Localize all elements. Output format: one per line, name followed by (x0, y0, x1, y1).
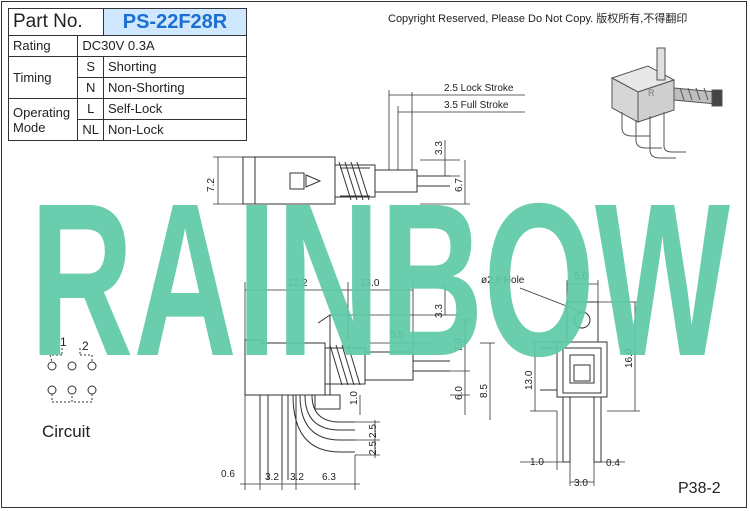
circuit-pin2-label: 2 (82, 339, 89, 353)
circuit-pin1-label: 1 (60, 335, 67, 349)
bottom-b3-label: 3.2 (290, 472, 304, 483)
front-h2-label: 13.0 (524, 370, 535, 390)
side-view (244, 314, 450, 480)
copyright-notice: Copyright Reserved, Please Do Not Copy. … (388, 13, 688, 25)
circuit-diagram (47, 348, 97, 403)
timing-value: Non-Shorting (103, 77, 247, 99)
bottom-b2-label: 3.2 (265, 472, 279, 483)
pin-p1-label: 2.5 (368, 424, 379, 438)
front-b1-label: 1.0 (530, 457, 544, 468)
top-view (242, 156, 450, 205)
side-w2-label: 13.0 (360, 278, 380, 289)
top-dimensions (213, 90, 525, 205)
front-view (540, 301, 608, 463)
side-d2-label: 5.5 (390, 330, 404, 341)
product-illustration: R (610, 47, 723, 159)
hole-label: ø2.8 Hole (481, 275, 525, 286)
front-w-label: 5.0 (574, 271, 588, 282)
bottom-b1-label: 0.6 (221, 469, 235, 480)
side-d1-label: 3.3 (434, 304, 445, 318)
side-d3-label: 7.0 (454, 338, 465, 352)
spec-row-timing-s: Timing S Shorting (7, 56, 247, 99)
front-b2-label: 0.4 (606, 458, 620, 469)
operating-mode-label-line1: Operating (13, 104, 71, 120)
side-d4-label: 6.0 (454, 386, 465, 400)
front-b3-label: 3.0 (574, 478, 588, 489)
spec-table: Part No. PS-22F28R Rating DC30V 0.3A Tim… (7, 8, 247, 141)
svg-text:R: R (648, 88, 655, 98)
circuit-label: Circuit (42, 422, 91, 441)
side-d6-label: 1.0 (349, 391, 360, 405)
side-d5-label: 8.5 (479, 384, 490, 398)
operating-mode-label-line2: Mode (13, 119, 46, 135)
mode-value: Non-Lock (103, 119, 247, 141)
front-h1-label: 16.0 (624, 348, 635, 368)
bottom-b4-label: 6.3 (322, 472, 336, 483)
top-height-label: 7.2 (206, 178, 217, 192)
timing-label: Timing (7, 56, 79, 99)
side-w1-label: 12.2 (288, 278, 308, 289)
spec-row-mode-nl: NL Non-Lock (9, 119, 247, 141)
lock-stroke-label: 2.5 Lock Stroke (444, 83, 514, 94)
top-d2-label: 6.7 (454, 178, 465, 192)
pin-p2-label: 2.5 (368, 441, 379, 455)
rating-label: Rating (7, 35, 79, 57)
front-dimensions (519, 280, 640, 486)
page-code: P38-2 (678, 480, 721, 497)
full-stroke-label: 3.5 Full Stroke (444, 100, 509, 111)
timing-value: Shorting (103, 56, 247, 78)
top-d1-label: 3.3 (434, 141, 445, 155)
dimension-labels: 2.5 Lock Stroke 3.5 Full Stroke 7.2 3.3 … (60, 83, 635, 489)
side-dimensions (240, 282, 495, 490)
spec-row-timing-n: N Non-Shorting (9, 77, 247, 99)
